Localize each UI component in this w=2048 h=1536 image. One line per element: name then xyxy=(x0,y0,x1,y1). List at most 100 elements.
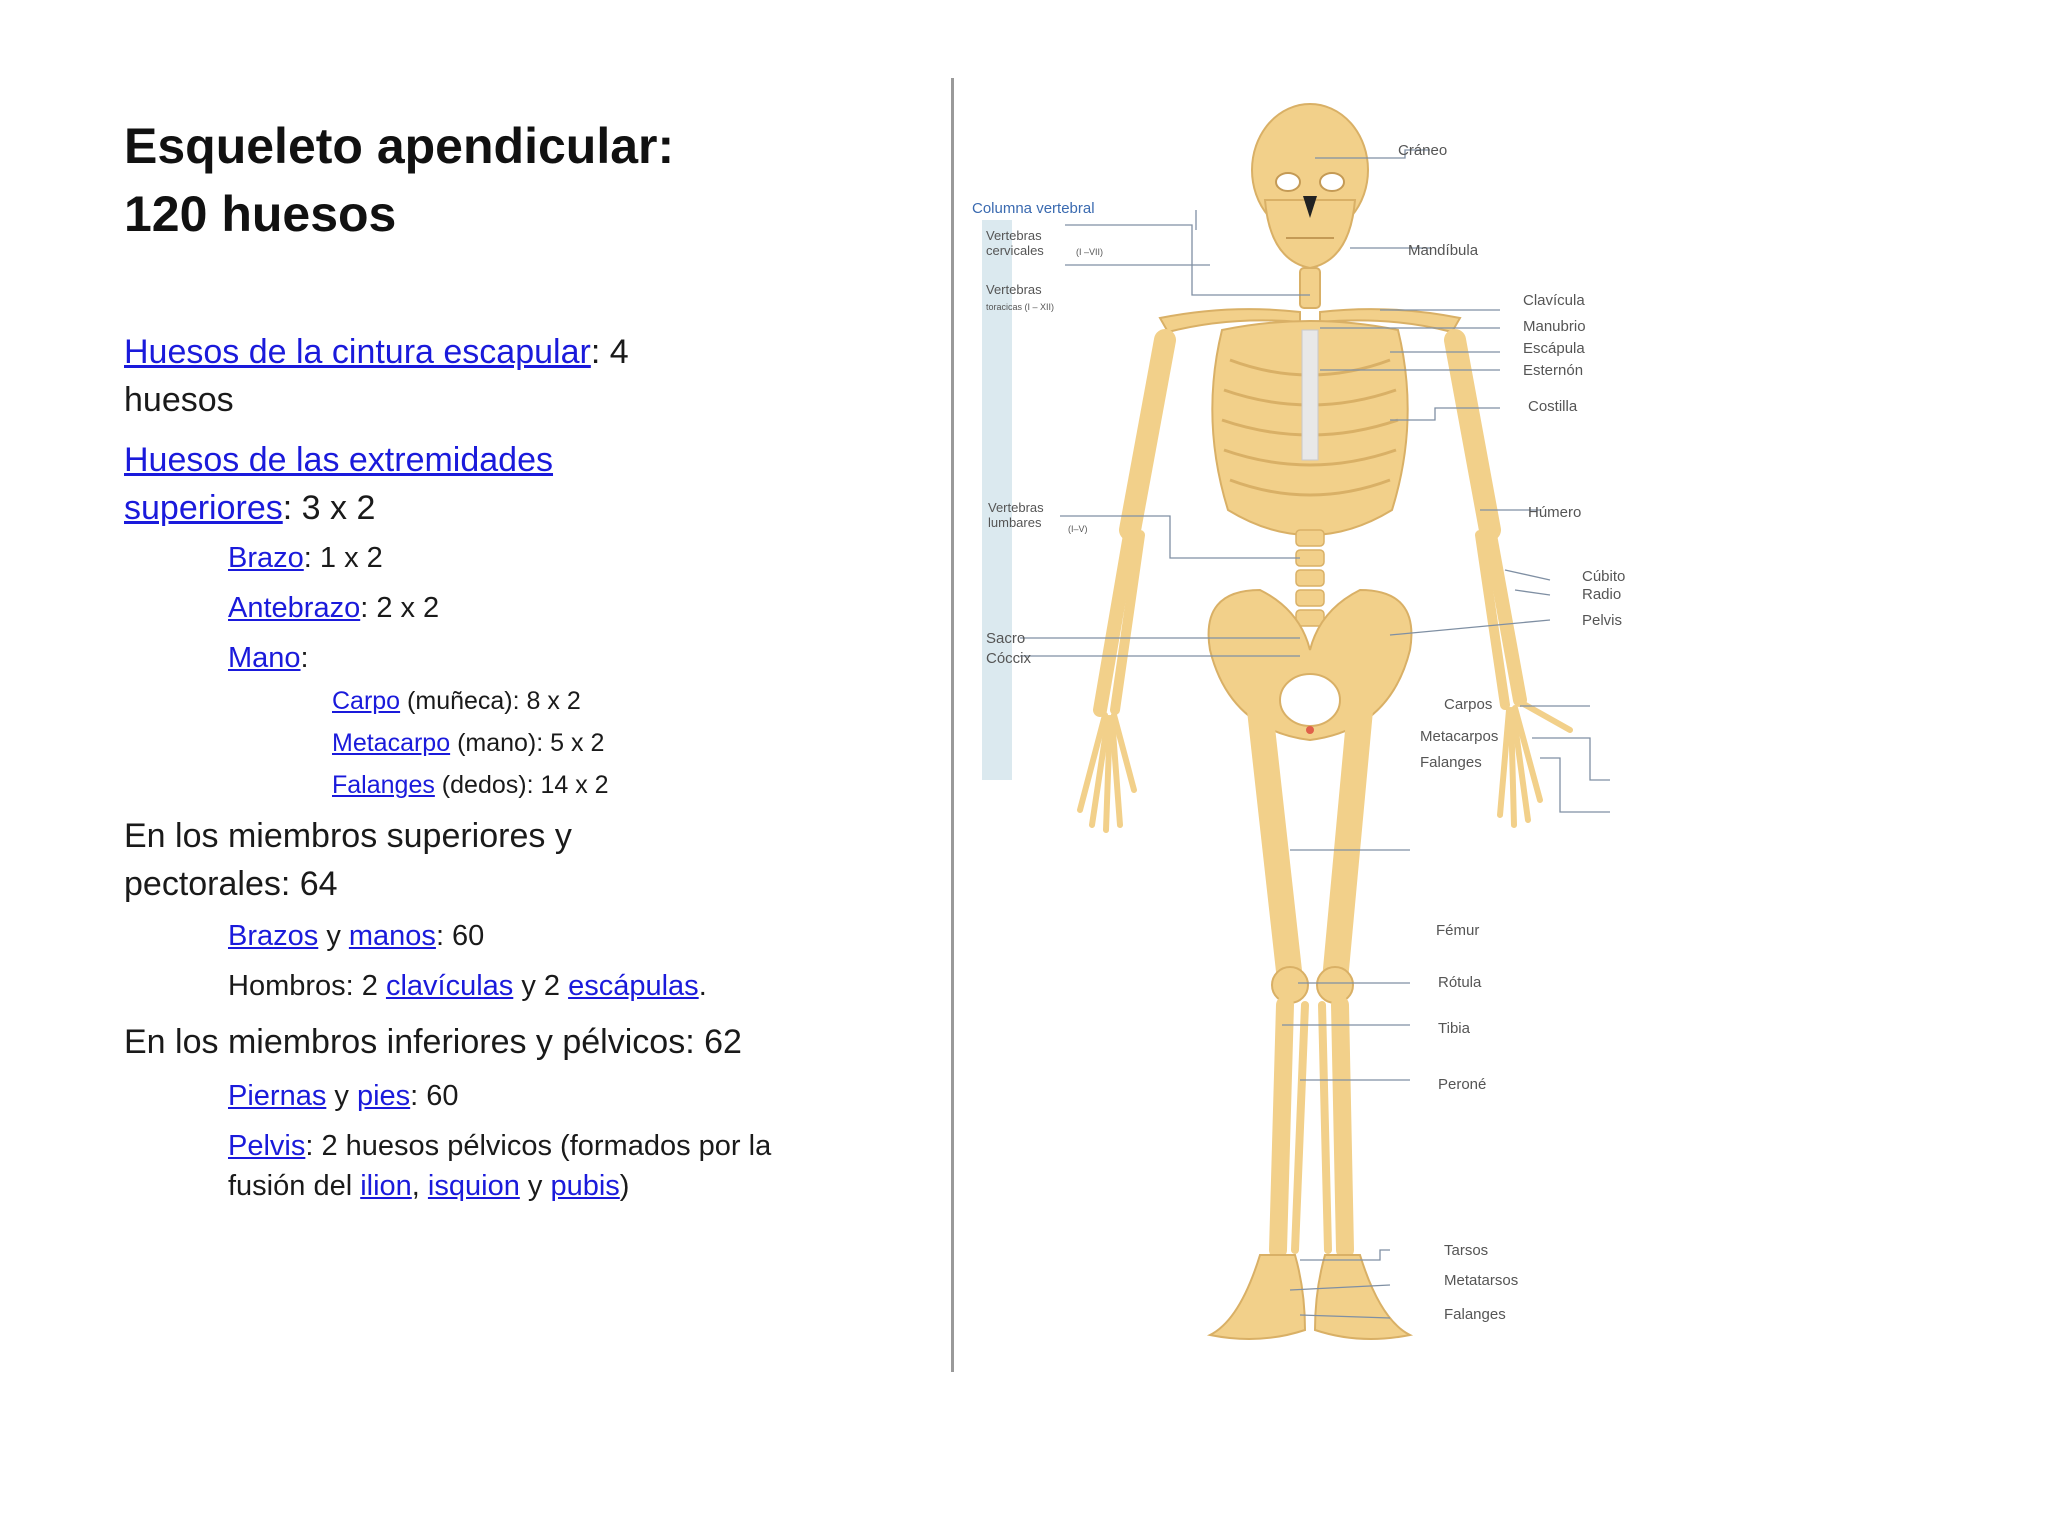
label-mandibula: Mandíbula xyxy=(1408,242,1479,259)
tibia-right xyxy=(1331,996,1354,1259)
label-vert-cervicales: Vertebras cervicales xyxy=(986,228,1044,258)
link-manos[interactable]: manos xyxy=(348,920,436,952)
fibula-right xyxy=(1318,1001,1332,1254)
link-mano[interactable]: Mano xyxy=(228,642,301,674)
label-cerv-range: (I –VII) xyxy=(1076,247,1104,257)
label-toracicas-range: toracicas (I – XII) xyxy=(986,302,1055,312)
label-tarsos: Tarsos xyxy=(1444,1242,1489,1259)
link-pubis[interactable]: pubis xyxy=(550,1170,620,1202)
link-extremidades-superiores[interactable]: Huesos de las extremidades superiores xyxy=(124,441,554,527)
coccyx-dot xyxy=(1306,726,1314,734)
link-escapula[interactable]: escápulas xyxy=(568,970,699,1002)
forearm-right xyxy=(1483,528,1527,707)
link-clavicula[interactable]: clavículas xyxy=(385,970,514,1002)
hand-left xyxy=(1077,712,1137,833)
label-pelvis: Pelvis xyxy=(1582,612,1623,629)
item-carpo: Carpo (muñeca): 8 x 2 xyxy=(124,684,824,718)
label-sacro: Sacro xyxy=(986,630,1026,647)
label-coccix: Cóccix xyxy=(986,650,1032,667)
label-metatarsos: Metatarsos xyxy=(1444,1272,1519,1289)
link-metacarpo[interactable]: Metacarpo xyxy=(332,729,451,757)
link-falanges[interactable]: Falanges xyxy=(332,771,435,799)
link-cintura-escapular[interactable]: Huesos de la cintura escapular xyxy=(124,333,591,371)
label-falanges-pie: Falanges xyxy=(1444,1306,1506,1323)
label-cubito: Cúbito xyxy=(1582,568,1626,585)
brazo-count: : 1 x 2 xyxy=(303,542,383,574)
humerus-left xyxy=(1119,329,1176,541)
forearm-right-2 xyxy=(1475,530,1510,710)
label-esternon: Esternón xyxy=(1523,362,1584,379)
antebrazo-count: : 2 x 2 xyxy=(360,592,440,624)
label-manubrio: Manubrio xyxy=(1523,318,1586,335)
femur-left xyxy=(1247,697,1303,993)
femur-right xyxy=(1322,697,1373,993)
item-metacarpo: Metacarpo (mano): 5 x 2 xyxy=(124,726,824,760)
link-pelvis[interactable]: Pelvis xyxy=(228,1130,306,1162)
link-pies[interactable]: pies xyxy=(356,1080,411,1112)
item-brazos-manos: Brazos y manos: 60 xyxy=(124,916,824,956)
hombros-label: Hombros: 2 xyxy=(228,970,386,1002)
forearm-left-2 xyxy=(1110,530,1145,715)
conj-y-3: y xyxy=(326,1080,357,1112)
carpo-count: (muñeca): 8 x 2 xyxy=(400,687,581,715)
slide-title: Esqueleto apendicular: 120 huesos xyxy=(124,112,824,248)
label-columna: Columna vertebral xyxy=(972,200,1095,217)
comma: , xyxy=(411,1170,428,1202)
metacarpo-count: (mano): 5 x 2 xyxy=(450,729,605,757)
conj-y: y xyxy=(318,920,349,952)
cintura-count: : 4 huesos xyxy=(124,333,629,419)
forearm-left xyxy=(1093,528,1137,717)
item-mano: Mano: xyxy=(124,638,824,678)
skeleton-diagram: .b { fill:#f2d08a; stroke:#d9b066; strok… xyxy=(960,90,1720,1370)
label-lumb-range: (I–V) xyxy=(1068,524,1088,534)
fibula-left xyxy=(1291,1001,1309,1254)
label-femur: Fémur xyxy=(1436,922,1480,939)
link-brazo[interactable]: Brazo xyxy=(228,542,304,574)
title-line-2: 120 huesos xyxy=(124,186,397,242)
label-perone: Peroné xyxy=(1438,1076,1487,1093)
column-divider xyxy=(951,78,954,1372)
pelvis-desc: : 2 huesos pélvicos (formados por la fus… xyxy=(228,1130,772,1202)
item-miembros-inferiores: En los miembros inferiores y pélvicos: 6… xyxy=(124,1023,742,1061)
nose xyxy=(1303,196,1317,218)
piernas-pies-count: : 60 xyxy=(410,1080,459,1112)
brazos-manos-count: : 60 xyxy=(435,920,485,952)
link-antebrazo[interactable]: Antebrazo xyxy=(228,592,361,624)
pelvic-inlet xyxy=(1279,673,1341,727)
close-paren: ) xyxy=(619,1170,630,1202)
skeleton-illustration: .b { fill:#f2d08a; stroke:#d9b066; strok… xyxy=(982,103,1610,1340)
item-extremidades-superiores: Huesos de las extremidades superiores: 3… xyxy=(124,436,684,532)
extremidades-count: : 3 x 2 xyxy=(282,489,376,527)
spacer xyxy=(124,248,824,328)
eye-right xyxy=(1319,172,1345,192)
mano-colon: : xyxy=(300,642,309,674)
foot-left xyxy=(1206,1254,1307,1340)
foot-right xyxy=(1313,1254,1414,1340)
item-hombros: Hombros: 2 clavículas y 2 escápulas. xyxy=(124,966,824,1006)
eye-left xyxy=(1275,172,1301,192)
item-piernas-pies: Piernas y pies: 60 xyxy=(124,1076,824,1116)
hand-right xyxy=(1497,699,1573,828)
humerus-right xyxy=(1444,329,1501,541)
falanges-count: (dedos): 14 x 2 xyxy=(434,771,609,799)
label-vert-toracicas: Vertebras xyxy=(986,282,1042,297)
spine-band xyxy=(982,220,1012,780)
link-piernas[interactable]: Piernas xyxy=(228,1080,327,1112)
lumbar-spine xyxy=(1295,529,1325,627)
item-miembros-superiores: En los miembros superiores y pectorales:… xyxy=(124,817,572,903)
label-metacarpos: Metacarpos xyxy=(1420,728,1499,745)
label-carpos: Carpos xyxy=(1444,696,1493,713)
tibia-left xyxy=(1269,996,1294,1259)
label-costilla: Costilla xyxy=(1528,398,1578,415)
label-humero: Húmero xyxy=(1528,504,1582,521)
label-vert-lumbares: Vertebras lumbares xyxy=(988,500,1044,530)
text-column: Esqueleto apendicular: 120 huesos Huesos… xyxy=(124,112,824,1206)
link-isquion[interactable]: isquion xyxy=(427,1170,520,1202)
label-rotula: Rótula xyxy=(1438,974,1482,991)
label-craneo: Cráneo xyxy=(1398,142,1448,159)
conj-y-4: y xyxy=(519,1170,551,1202)
link-ilion[interactable]: ilion xyxy=(360,1170,412,1202)
link-carpo[interactable]: Carpo xyxy=(332,687,401,715)
link-brazos[interactable]: Brazos xyxy=(228,920,319,952)
